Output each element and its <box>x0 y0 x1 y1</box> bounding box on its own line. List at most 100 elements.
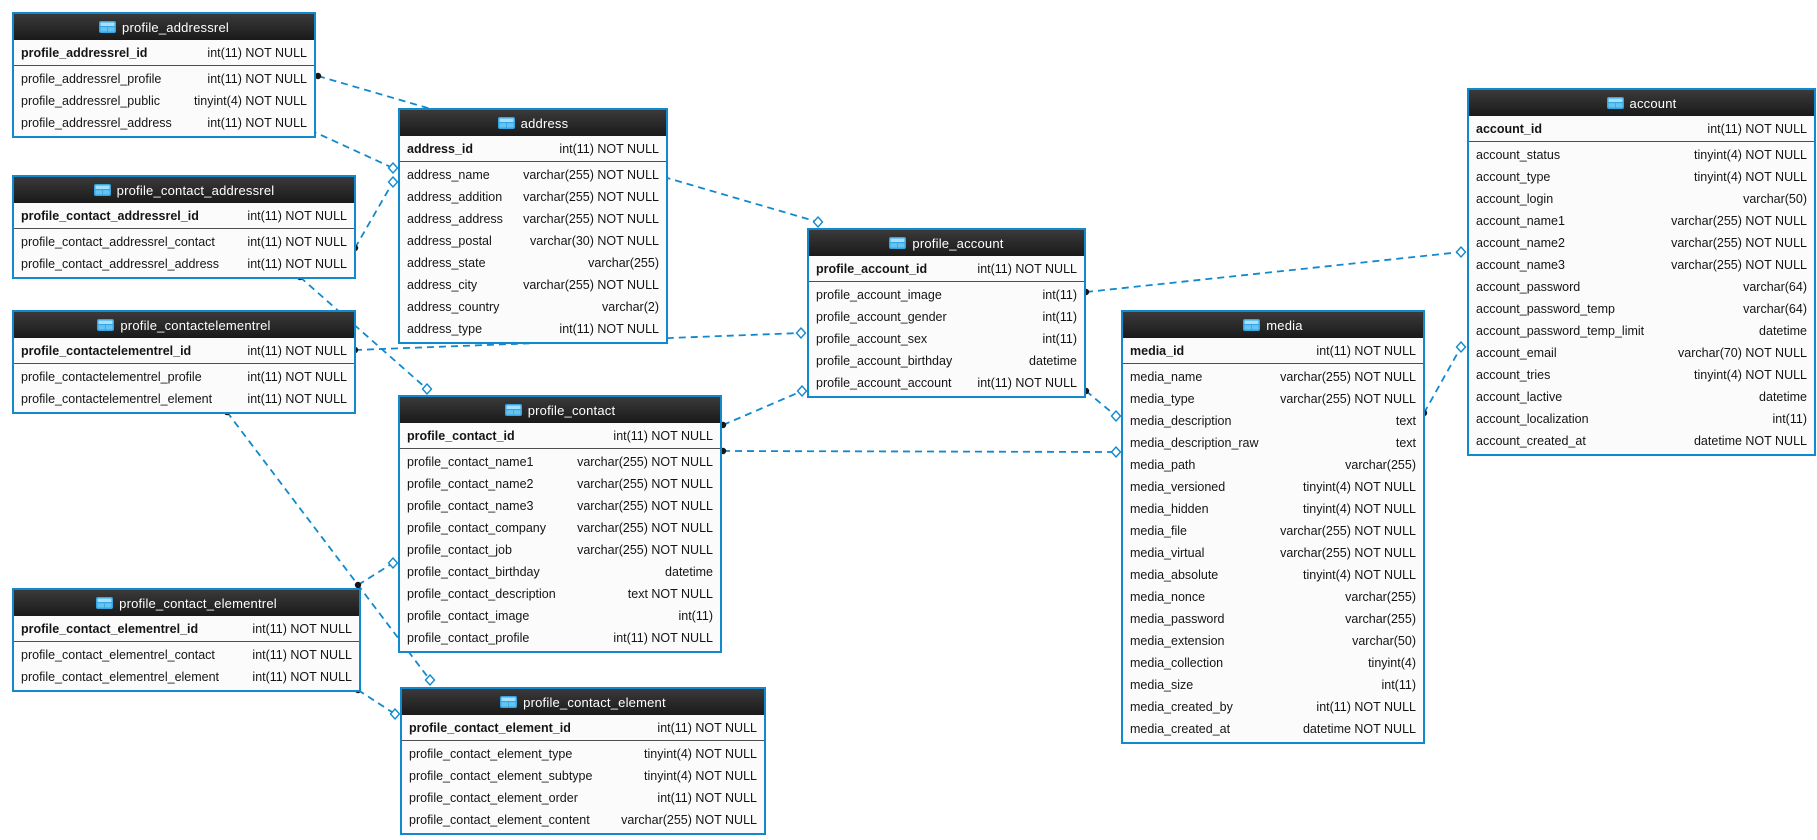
column-type: int(11) <box>1381 678 1416 692</box>
table-header[interactable]: profile_addressrel <box>14 14 314 40</box>
column-type: tinyint(4) NOT NULL <box>1303 480 1416 494</box>
column-name: address_address <box>407 212 503 226</box>
relation-line-profile_contact_addressrel-profile_contact[interactable] <box>299 276 428 390</box>
column-name: profile_contact_profile <box>407 631 530 645</box>
table-header[interactable]: address <box>400 110 666 136</box>
primary-key-type: int(11) NOT NULL <box>657 720 757 735</box>
table-header[interactable]: profile_contact_element <box>402 689 764 715</box>
table-header[interactable]: profile_contact_elementrel <box>14 590 359 616</box>
relation-line-profile_contactelementrel-profile_contact_element[interactable] <box>226 411 431 681</box>
relation-line-profile_account-media[interactable] <box>1085 390 1117 417</box>
column-name: profile_contact_image <box>407 609 530 623</box>
relation-line-profile_contact-profile_account[interactable] <box>722 390 803 426</box>
column-name: address_country <box>407 300 500 314</box>
relation-line-profile_account-account[interactable] <box>1085 251 1462 293</box>
table-address[interactable]: address address_id int(11) NOT NULL address… <box>398 108 668 344</box>
relation-target-diamond <box>424 673 436 687</box>
table-header[interactable]: profile_contactelementrel <box>14 312 354 338</box>
relation-line-profile_contactelementrel-profile_account[interactable] <box>354 332 802 351</box>
column-type: int(11) NOT NULL <box>613 631 713 645</box>
column-name: account_created_at <box>1476 434 1586 448</box>
relation-line-profile_contact_elementrel-profile_contact_element[interactable] <box>357 689 396 715</box>
column-type: varchar(255) <box>1345 612 1416 626</box>
relation-source-dot <box>354 581 362 589</box>
column-name: media_hidden <box>1130 502 1209 516</box>
relation-line-profile_contact_elementrel-profile_contact[interactable] <box>357 562 394 586</box>
relation-line-profile_contact_addressrel-address[interactable] <box>354 181 394 249</box>
column-name: address_addition <box>407 190 503 204</box>
column-name: address_state <box>407 256 486 270</box>
column-name: media_created_by <box>1130 700 1233 714</box>
table-header[interactable]: profile_account <box>809 230 1084 256</box>
table-profile_contact_elementrel[interactable]: profile_contact_elementrel profile_contac… <box>12 588 361 692</box>
column-name: profile_contactelementrel_profile <box>21 370 202 384</box>
column-type: varchar(50) <box>1352 634 1416 648</box>
column-type: tinyint(4) <box>1368 656 1416 670</box>
column-type: int(11) NOT NULL <box>977 376 1077 390</box>
table-profile_contact_element[interactable]: profile_contact_element profile_contact_e… <box>400 687 766 835</box>
primary-key-name: address_id <box>407 141 474 156</box>
table-header[interactable]: profile_contact_addressrel <box>14 177 354 203</box>
relation-line-media-account[interactable] <box>1423 346 1462 414</box>
table-profile_contactelementrel[interactable]: profile_contactelementrel profile_contact… <box>12 310 356 414</box>
primary-key-type: int(11) NOT NULL <box>559 141 659 156</box>
column-name: media_description_raw <box>1130 436 1259 450</box>
column-type: datetime NOT NULL <box>1693 434 1807 448</box>
column-type: tinyint(4) NOT NULL <box>194 94 307 108</box>
relation-line-profile_addressrel-address[interactable] <box>309 129 394 169</box>
primary-key-type: int(11) NOT NULL <box>207 45 307 60</box>
table-header[interactable]: media <box>1123 312 1423 338</box>
column-name: media_size <box>1130 678 1194 692</box>
table-icon <box>99 21 117 33</box>
column-name: profile_contact_name2 <box>407 477 534 491</box>
relation-source-dot <box>314 72 322 80</box>
column-type: varchar(255) <box>1345 590 1416 604</box>
column-type: varchar(255) NOT NULL <box>577 521 713 535</box>
column-type: varchar(255) <box>588 256 659 270</box>
table-title: media <box>1266 317 1303 333</box>
column-type: varchar(255) NOT NULL <box>523 190 659 204</box>
column-type: datetime <box>1759 390 1807 404</box>
column-type: varchar(255) NOT NULL <box>523 212 659 226</box>
primary-key-type: int(11) NOT NULL <box>1707 121 1807 136</box>
table-icon <box>93 184 111 196</box>
relation-line-profile_contact-media[interactable] <box>722 450 1117 453</box>
column-name: account_status <box>1476 148 1561 162</box>
primary-key-name: profile_contact_element_id <box>409 720 571 735</box>
relation-line-profile_addressrel-profile_account[interactable] <box>317 75 819 223</box>
table-header[interactable]: account <box>1469 90 1814 116</box>
table-header[interactable]: profile_contact <box>400 397 720 423</box>
primary-key-name: profile_contact_addressrel_id <box>21 208 199 223</box>
column-type: varchar(255) NOT NULL <box>577 455 713 469</box>
column-type: int(11) <box>1042 288 1077 302</box>
column-type: varchar(255) NOT NULL <box>1671 214 1807 228</box>
column-name: account_password_temp_limit <box>1476 324 1645 338</box>
column-name: account_email <box>1476 346 1557 360</box>
